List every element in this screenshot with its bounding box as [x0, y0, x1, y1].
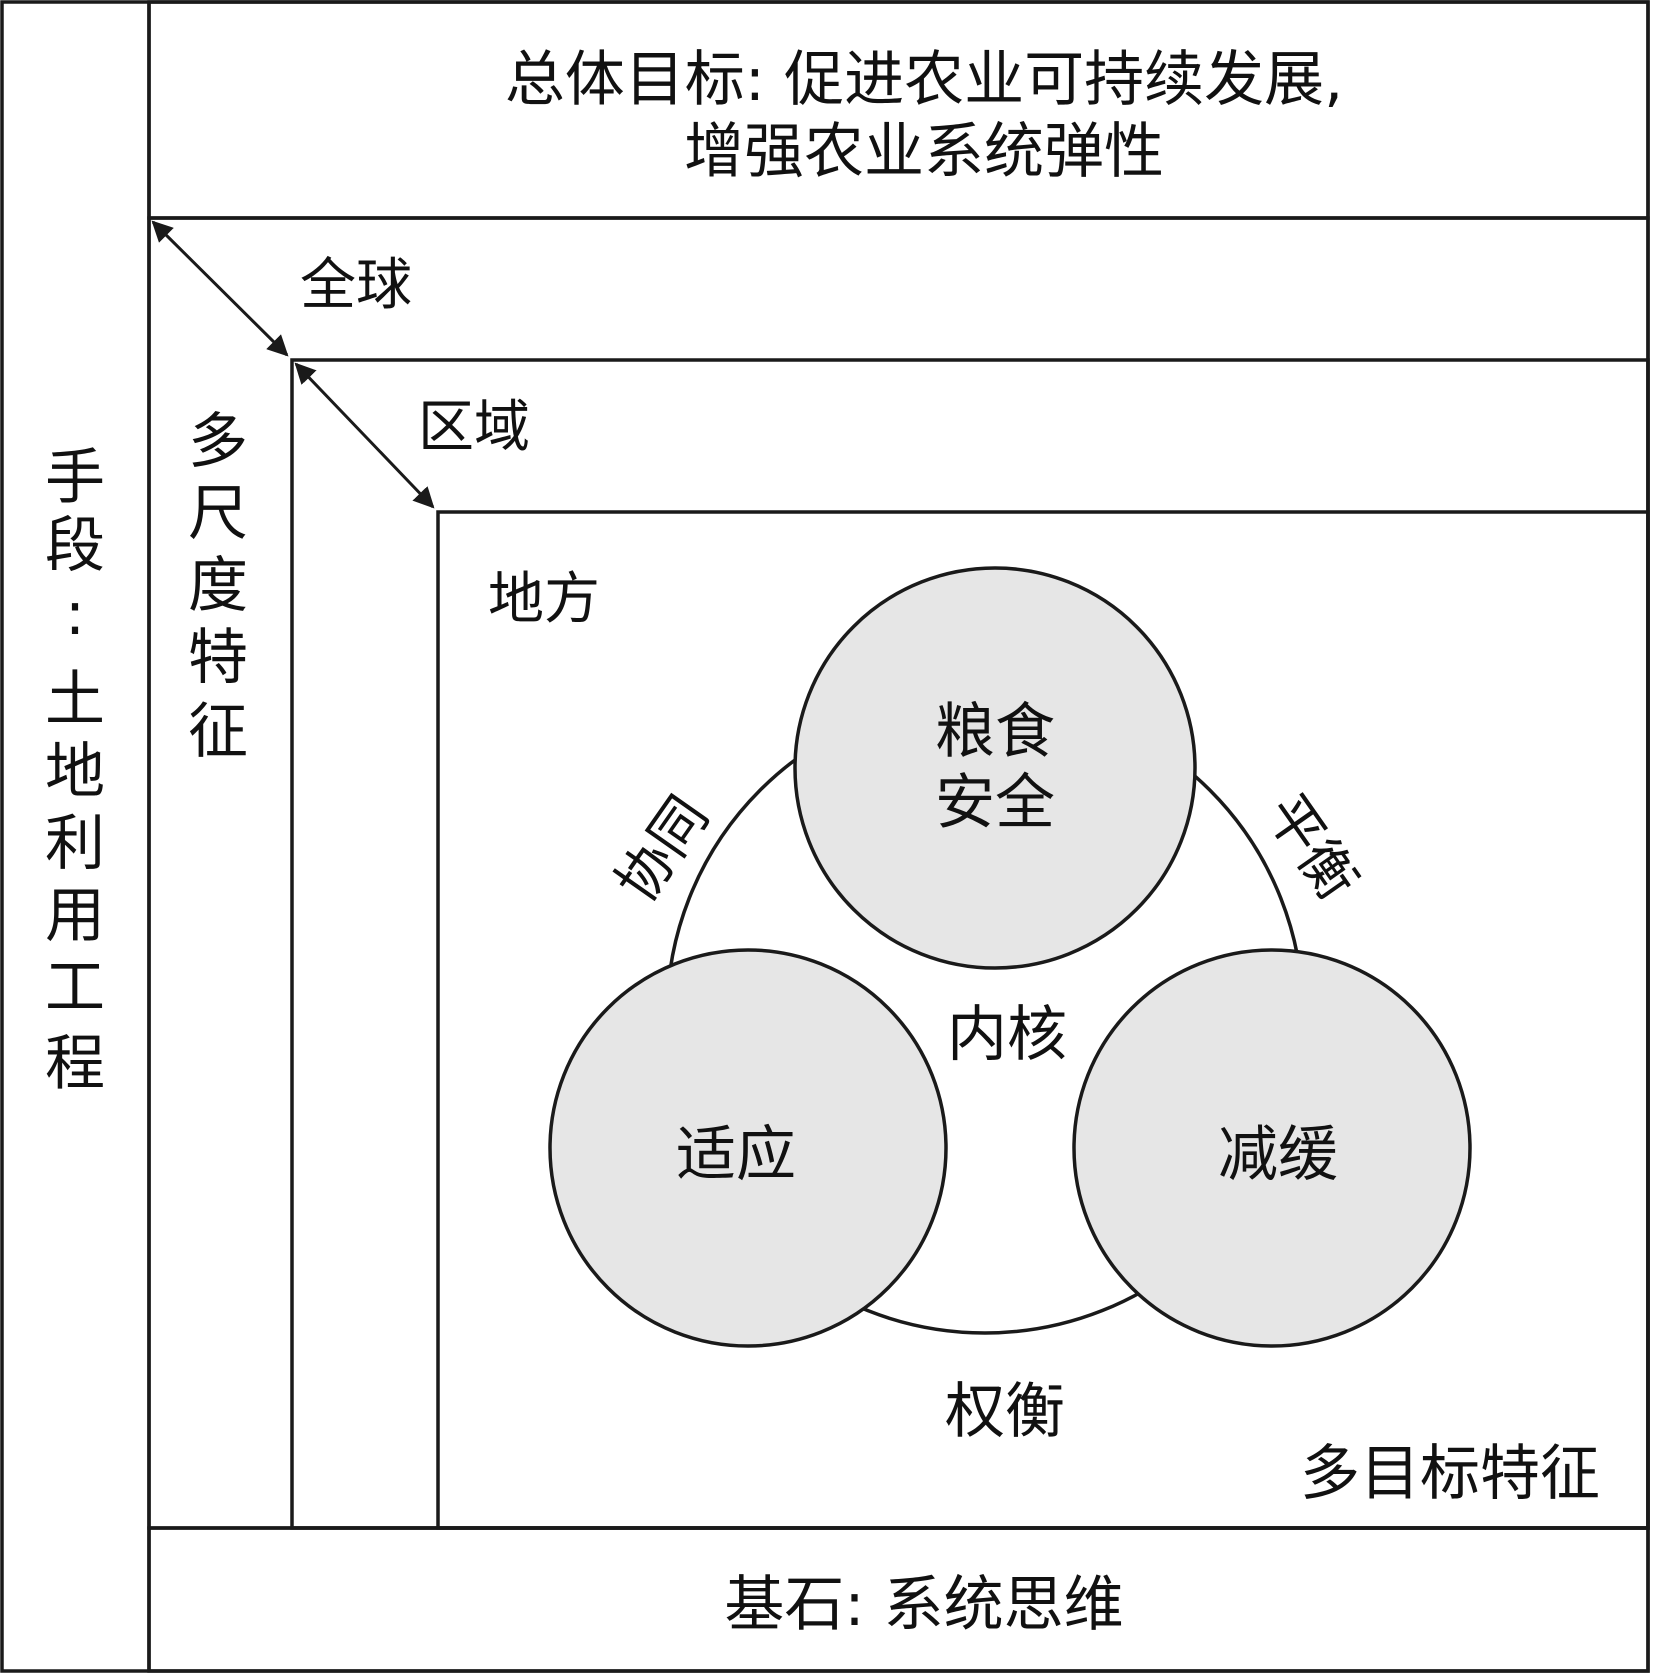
adaptation-label: 适应: [676, 1120, 796, 1190]
means-char: 手: [45, 443, 105, 513]
multiscale-char: 尺: [188, 479, 248, 549]
multiscale-char: 度: [188, 551, 248, 621]
local-label: 地方: [488, 567, 600, 632]
means-char: 段: [45, 511, 105, 581]
foundation-box: [147, 1526, 1650, 1673]
means-char: 工: [45, 953, 105, 1023]
foundation-label: 基石: 系统思维: [724, 1570, 1123, 1640]
adaptation-circle: [548, 948, 948, 1348]
multiscale-label: 多 尺 度 特 征: [188, 407, 248, 767]
food-security-label-line1: 粮食: [935, 697, 1055, 767]
means-char: 利: [45, 809, 105, 879]
multiscale-char: 多: [188, 407, 248, 477]
arrow-regional-local: [294, 362, 435, 509]
means-char: 地: [45, 737, 105, 807]
arrow-global-regional: [151, 220, 289, 357]
mitigation-label: 减缓: [1218, 1120, 1338, 1190]
core-center-label: 内核: [947, 1000, 1067, 1070]
regional-label: 区域: [418, 395, 530, 460]
food-security-circle: [793, 566, 1197, 970]
multiscale-char: 特: [188, 623, 248, 693]
multiobjective-label: 多目标特征: [1300, 1439, 1600, 1509]
mitigation-circle: [1072, 948, 1472, 1348]
tradeoff-label: 权衡: [945, 1377, 1065, 1447]
means-char: 用: [45, 881, 105, 951]
goal-line-2: 增强农业系统弹性: [684, 117, 1164, 187]
multiscale-char: 征: [188, 697, 248, 767]
food-security-label-line2: 安全: [935, 768, 1055, 838]
means-label: 手 段 : 土 地 利 用 工 程: [45, 443, 105, 1099]
goal-line-1: 总体目标: 促进农业可持续发展,: [505, 45, 1343, 115]
means-char: 程: [45, 1029, 105, 1099]
means-char: :: [65, 579, 85, 649]
means-char: 土: [45, 665, 105, 735]
global-label: 全球: [300, 253, 412, 318]
